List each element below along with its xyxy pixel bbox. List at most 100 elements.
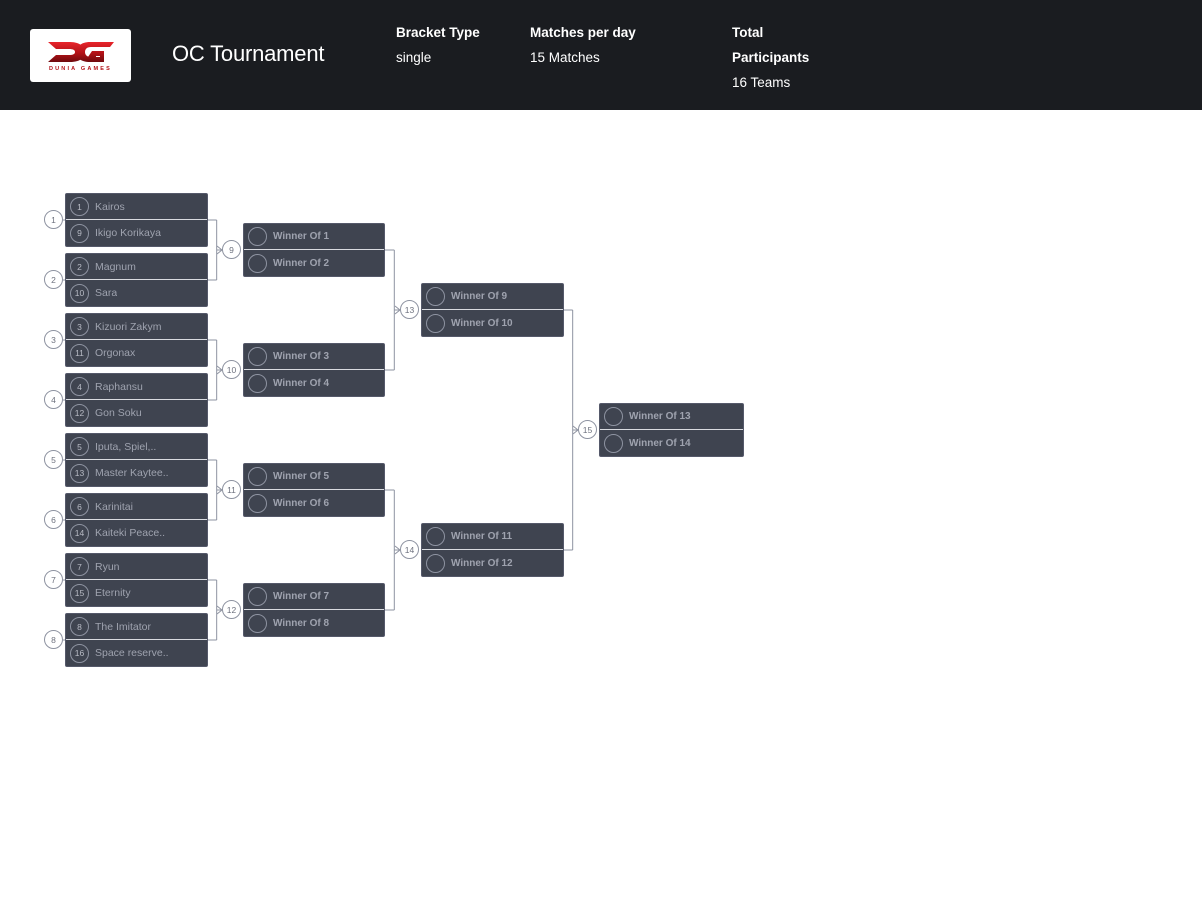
match-number-13[interactable]: 13: [400, 300, 419, 319]
match-number-2[interactable]: 2: [44, 270, 63, 289]
match-11[interactable]: Winner Of 5 Winner Of 6: [243, 463, 385, 517]
match-3-slot-1[interactable]: 3 Kizuori Zakym: [66, 314, 207, 340]
match-13-slot-2[interactable]: Winner Of 10: [422, 310, 563, 336]
seed-badge: [248, 493, 267, 513]
match-number-8[interactable]: 8: [44, 630, 63, 649]
match-12[interactable]: Winner Of 7 Winner Of 8: [243, 583, 385, 637]
match-number-10[interactable]: 10: [222, 360, 241, 379]
participant-name: Winner Of 12: [451, 557, 513, 569]
meta-bracket-type: Bracket Type single: [396, 20, 506, 70]
meta-matches-per-day-value: 15 Matches: [530, 50, 600, 65]
seed-badge: 2: [70, 257, 89, 276]
match-10-slot-2[interactable]: Winner Of 4: [244, 370, 384, 396]
meta-matches-per-day: Matches per day 15 Matches: [530, 20, 680, 70]
match-number-14[interactable]: 14: [400, 540, 419, 559]
participant-name: Winner Of 7: [273, 591, 330, 602]
match-number-7[interactable]: 7: [44, 570, 63, 589]
match-number-15[interactable]: 15: [578, 420, 597, 439]
participant-name: Ikigo Korikaya: [95, 227, 161, 239]
match-15[interactable]: Winner Of 13 Winner Of 14: [599, 403, 744, 457]
match-3[interactable]: 3 Kizuori Zakym 11 Orgonax: [65, 313, 208, 367]
match-14-slot-1[interactable]: Winner Of 11: [422, 524, 563, 550]
match-number-11[interactable]: 11: [222, 480, 241, 499]
participant-name: Winner Of 10: [451, 317, 513, 329]
match-12-slot-2[interactable]: Winner Of 8: [244, 610, 384, 636]
match-15-slot-1[interactable]: Winner Of 13: [600, 404, 743, 430]
participant-name: Winner Of 4: [273, 377, 330, 389]
match-13-slot-1[interactable]: Winner Of 9: [422, 284, 563, 310]
match-number-4[interactable]: 4: [44, 390, 63, 409]
match-11-slot-1[interactable]: Winner Of 5: [244, 464, 384, 490]
match-number-12[interactable]: 12: [222, 600, 241, 619]
match-9-slot-2[interactable]: Winner Of 2: [244, 250, 384, 276]
participant-name: Kizuori Zakym: [95, 320, 162, 333]
match-3-slot-2[interactable]: 11 Orgonax: [66, 340, 207, 366]
match-12-slot-1[interactable]: Winner Of 7: [244, 584, 384, 610]
seed-badge: [248, 227, 267, 246]
seed-badge: 11: [70, 343, 89, 363]
match-14[interactable]: Winner Of 11 Winner Of 12: [421, 523, 564, 577]
seed-badge: 4: [70, 377, 89, 396]
match-10[interactable]: Winner Of 3 Winner Of 4: [243, 343, 385, 397]
seed-badge: [426, 287, 445, 306]
participant-name: Raphansu: [95, 380, 143, 393]
meta-total-participants-value: 16 Teams: [732, 75, 791, 90]
match-number-3[interactable]: 3: [44, 330, 63, 349]
dunia-games-logo[interactable]: DUNIA GAMES: [30, 29, 131, 82]
bracket-connector-lines: [63, 219, 579, 641]
seed-badge: 7: [70, 557, 89, 576]
participant-name: Winner Of 14: [629, 437, 691, 449]
participant-name: Orgonax: [95, 347, 136, 359]
match-9[interactable]: Winner Of 1 Winner Of 2: [243, 223, 385, 277]
match-11-slot-2[interactable]: Winner Of 6: [244, 490, 384, 516]
seed-badge: [426, 313, 445, 333]
participant-name: Eternity: [95, 587, 131, 599]
participant-name: Winner Of 5: [273, 471, 330, 482]
match-4-slot-1[interactable]: 4 Raphansu: [66, 374, 207, 400]
match-number-6[interactable]: 6: [44, 510, 63, 529]
meta-bracket-type-value: single: [396, 50, 432, 65]
participant-name: Winner Of 2: [273, 257, 330, 269]
meta-bracket-type-label: Bracket Type: [396, 25, 480, 40]
match-number-9[interactable]: 9: [222, 240, 241, 259]
match-number-5[interactable]: 5: [44, 450, 63, 469]
participant-name: Winner Of 3: [273, 351, 330, 362]
participant-name: Winner Of 11: [451, 531, 513, 542]
match-number-1[interactable]: 1: [44, 210, 63, 229]
match-15-slot-2[interactable]: Winner Of 14: [600, 430, 743, 456]
participant-name: Ryun: [95, 560, 120, 573]
seed-badge: [604, 433, 623, 453]
seed-badge: [248, 467, 267, 486]
match-9-slot-1[interactable]: Winner Of 1: [244, 224, 384, 250]
match-14-slot-2[interactable]: Winner Of 12: [422, 550, 563, 576]
match-13[interactable]: Winner Of 9 Winner Of 10: [421, 283, 564, 337]
seed-badge: [248, 613, 267, 633]
seed-badge: 13: [70, 463, 89, 483]
meta-total-participants: Total Participants 16 Teams: [732, 20, 832, 95]
participant-name: Kairos: [95, 200, 125, 213]
match-10-slot-1[interactable]: Winner Of 3: [244, 344, 384, 370]
page-title: OC Tournament: [172, 41, 325, 66]
participant-name: Winner Of 8: [273, 617, 330, 629]
match-7-slot-1[interactable]: 7 Ryun: [66, 554, 207, 580]
seed-badge: 3: [70, 317, 89, 336]
